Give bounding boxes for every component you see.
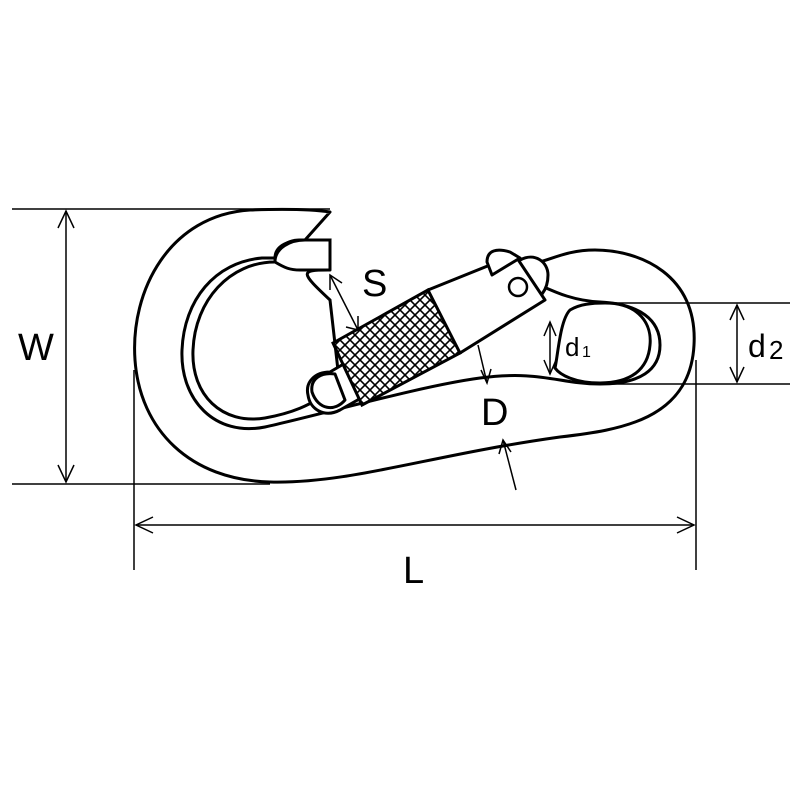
d-arrow-upper (480, 368, 492, 386)
d-dimension-lower (502, 439, 517, 491)
d1-arrow-top (543, 320, 557, 337)
s-arrow-bottom (345, 316, 359, 331)
label-d1: d (565, 332, 579, 362)
label-s: S (362, 263, 387, 305)
l-arrow-right (676, 516, 696, 534)
label-d2: d (748, 328, 766, 364)
d1-arrow-bottom (543, 359, 557, 376)
hook-nose (273, 238, 332, 272)
label-d1-subscript: 1 (582, 344, 591, 361)
s-arrow-top (329, 273, 343, 290)
d-dimension-upper (477, 344, 488, 384)
s-dimension-line (329, 274, 359, 331)
gate-hinge-tab (485, 248, 522, 277)
d2-arrow-bottom (729, 366, 745, 384)
w-arrow-bottom (57, 464, 75, 484)
d2-arrow-top (729, 303, 745, 321)
label-l: L (403, 550, 424, 592)
l-arrow-left (134, 516, 154, 534)
gate-lower-end (310, 372, 347, 409)
carabiner-inner-right (553, 301, 652, 385)
label-w: W (18, 327, 54, 369)
w-arrow-top (57, 209, 75, 229)
label-d: D (481, 392, 508, 434)
d-arrow-lower (498, 438, 512, 455)
gate-pin (507, 276, 529, 298)
label-d2-subscript: 2 (769, 335, 783, 365)
